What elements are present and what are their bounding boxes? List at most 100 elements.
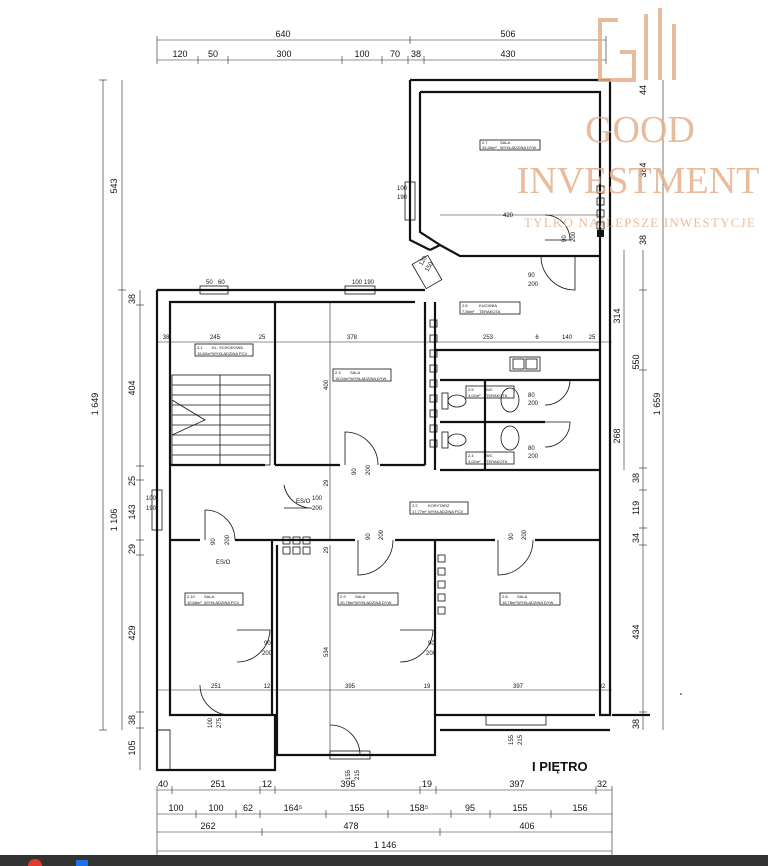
room-2-3-name: SALA [350, 370, 361, 375]
dim-right-seg-34: 34 [631, 533, 641, 543]
dim-right-seg-434: 434 [631, 624, 641, 639]
opening-190c: 190 [146, 506, 157, 512]
room-2-7-area: 33,46m² [482, 145, 497, 150]
opening-200g: 200 [528, 401, 539, 407]
room-2-7: 2.7 SALA 33,46m² WYKŁADZINA DYW. [479, 139, 541, 151]
dim-inner-534: 534 [324, 646, 330, 657]
room-2-4-name: WC [486, 453, 493, 458]
right-dimensions: 1 659 550 38 119 34 434 38 314 268 44 38… [612, 80, 664, 730]
dim-left-seg-3: 25 [127, 476, 137, 486]
dim-top-seg-3: 300 [276, 49, 291, 59]
opening-155b: 155 [346, 769, 352, 780]
room-2-1-id: 2.1 [197, 345, 203, 350]
room-2-5-id: 2.5 [468, 387, 474, 392]
dim-inner-251: 251 [211, 684, 222, 690]
dim-right-top-384: 384 [638, 162, 648, 177]
dim-inner-140: 140 [562, 335, 573, 341]
opening-200a: 200 [366, 464, 372, 475]
opening-90e: 90 [264, 641, 271, 647]
dim-left-upper: 543 [109, 178, 119, 193]
room-2-5-floor: TERAKOTA [486, 393, 508, 398]
dim-left-seg-8: 105 [127, 740, 137, 755]
opening-120: 120 [419, 255, 430, 267]
dim-right-seg-550: 550 [631, 354, 641, 369]
dim-inner-19: 19 [424, 684, 431, 690]
dim-inner-29a: 29 [324, 479, 330, 486]
dim-top-seg-2: 50 [208, 49, 218, 59]
floor-label: I PIĘTRO [532, 759, 588, 774]
room-2-9-area: 20,76m² [340, 600, 355, 605]
dim-top-506: 506 [500, 29, 515, 39]
room-2-6: 2.6 KUCHNIA 7,58m² TERAKOTA [459, 301, 521, 315]
logo-investment: INVESTMENT [517, 160, 760, 202]
opening-155a: 155 [509, 734, 515, 745]
dim-inner-400: 400 [324, 379, 330, 390]
left-dimensions: 1 649 543 1 106 38 404 25 143 29 429 38 … [90, 79, 144, 770]
dim-left-seg-6: 429 [127, 625, 137, 640]
room-2-9-id: 2.9 [340, 594, 346, 599]
room-2-10-floor: WYKŁADZINA PCV [204, 600, 239, 605]
dim-top-seg-7: 430 [500, 49, 515, 59]
room-2-6-id: 2.6 [462, 303, 468, 308]
dim-right-total: 1 659 [652, 393, 662, 416]
opening-215b: 215 [355, 769, 361, 780]
opening-80b: 80 [528, 446, 535, 452]
sink-1 [500, 387, 520, 413]
bottom-dimensions: 40 251 12 395 19 397 32 100 100 62 164⁵ … [156, 779, 613, 855]
opening-90h: 90 [562, 235, 568, 242]
opening-200i: 200 [528, 282, 539, 288]
room-2-10-name: SALA [204, 594, 215, 599]
opening-60: 60 [218, 280, 225, 286]
app-icon[interactable] [76, 860, 88, 866]
room-2-8-floor: WYKŁADZINA DYW. [517, 600, 554, 605]
dim-right-seg-268: 268 [612, 428, 622, 443]
opening-200f: 200 [426, 651, 437, 657]
dim-inner-38: 38 [163, 335, 170, 341]
doors [199, 214, 576, 756]
room-2-6-area: 7,58m² [462, 309, 475, 314]
vent-columns [282, 185, 605, 615]
room-2-7-name: SALA [500, 140, 511, 145]
room-labels: 2.7 SALA 33,46m² WYKŁADZINA DYW. 2.6 KUC… [184, 139, 561, 606]
room-2-4-area: 3,02m² [468, 459, 481, 464]
opening-150: 150 [425, 261, 436, 273]
staircase [171, 374, 271, 466]
opening-200e: 200 [262, 651, 273, 657]
opening-100b: 100 [352, 280, 363, 286]
dim-inner-378: 378 [347, 335, 358, 341]
dim-bottom-r1-4: 395 [340, 779, 355, 789]
room-2-4: 2.4 WC 3,02m² TERAKOTA [465, 451, 515, 465]
dim-left-seg-2: 404 [127, 380, 137, 395]
dim-bottom-r1-7: 32 [597, 779, 607, 789]
dim-left-seg-1: 38 [127, 294, 137, 304]
dim-bottom-r1-1: 40 [158, 779, 168, 789]
top-dimensions: 640 506 120 50 300 100 70 38 430 [156, 29, 607, 64]
dim-inner-6: 6 [535, 335, 539, 341]
room-2-5: 2.5 WC 3,02m² TERAKOTA [465, 385, 515, 399]
logo-tagline: TYLKO NAJLEPSZE INWESTYCJE [524, 215, 756, 230]
opening-80a: 80 [528, 393, 535, 399]
room-2-10: 2.10 SALA 10,68m² WYKŁADZINA PCV [184, 592, 244, 606]
opening-90b: 90 [211, 538, 217, 545]
room-2-8-id: 2.8 [502, 594, 508, 599]
opening-215a: 215 [518, 734, 524, 745]
room-2-9: 2.9 SALA 20,76m² WYKŁADZINA DYW. [337, 592, 399, 606]
room-2-3-id: 2.3 [335, 370, 341, 375]
dim-right-top-38: 38 [638, 235, 648, 245]
dim-bottom-r2-2: 100 [208, 803, 223, 813]
browser-icon[interactable] [28, 859, 42, 866]
room-2-10-id: 2.10 [187, 594, 196, 599]
opening-100e: 100 [208, 717, 214, 728]
room-2-8-area: 16,78m² [502, 600, 517, 605]
sink-2 [500, 425, 520, 451]
opening-90g: 90 [528, 273, 535, 279]
room-2-2: 2.2 KORYTARZ 17,77m² WYKŁADZINA PCV [409, 501, 469, 515]
room-2-4-id: 2.4 [468, 453, 474, 458]
dim-right-seg-314: 314 [612, 308, 622, 323]
opening-100d: 100 [312, 496, 323, 502]
room-2-1: 2.1 KL. SCHODOWA 15,82m² WYKŁADZINA PCV [194, 343, 254, 357]
dim-left-total: 1 649 [90, 393, 100, 416]
room-2-3: 2.3 SALA 15,04m² WYKŁADZINA DYW. [332, 368, 392, 382]
dim-inner-29b: 29 [324, 546, 330, 553]
windows [151, 181, 547, 771]
